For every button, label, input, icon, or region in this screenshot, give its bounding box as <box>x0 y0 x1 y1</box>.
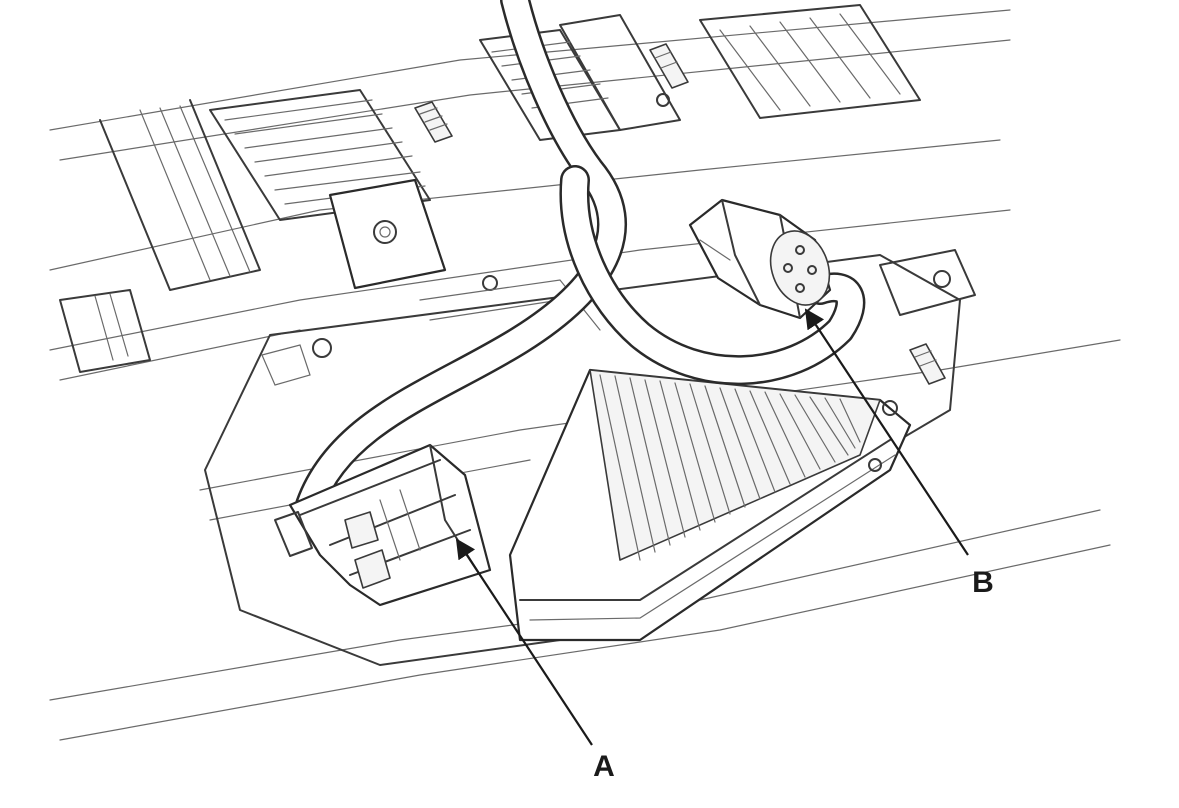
wiring-harness <box>295 0 866 520</box>
heat-sink-fins <box>599 374 861 561</box>
callout-leaders <box>455 308 969 746</box>
background-structure <box>49 4 1011 381</box>
bolt-upper-left <box>414 101 453 143</box>
leader-line-b <box>804 308 969 556</box>
connector-b <box>688 198 832 320</box>
leader-line-a <box>455 538 593 746</box>
control-module <box>508 368 912 642</box>
connector-a <box>274 443 492 607</box>
bolt-upper-right <box>649 43 689 107</box>
bolt-lower-right <box>909 343 946 385</box>
callout-label-a: A <box>593 750 615 783</box>
callout-label-b: B <box>972 566 994 599</box>
